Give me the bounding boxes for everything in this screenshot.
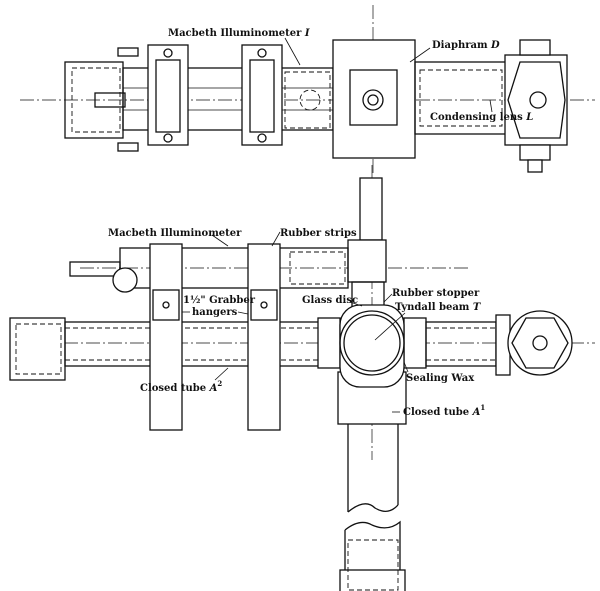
label-closed-tube-a2: Closed tube A2 — [140, 379, 222, 394]
label-diaphragm: Diaphram D — [432, 40, 500, 51]
label-rubber-stopper: Rubber stopper — [392, 288, 480, 299]
label-closed-tube-a1: Closed tube A1 — [403, 403, 485, 418]
label-glass-disc: Glass disc — [302, 295, 358, 306]
label-rubber-strips: Rubber strips — [280, 228, 357, 239]
label-illuminometer-side: Macbeth Illuminometer — [108, 228, 242, 239]
label-tyndall-beam: Tyndall beam T — [395, 302, 482, 313]
label-sealing-wax: Sealing Wax — [406, 373, 475, 384]
label-condensing-lens: Condensing lens L — [430, 112, 533, 123]
top-view — [20, 5, 595, 175]
side-view — [9, 165, 595, 591]
label-illuminometer-top: Macbeth Illuminometer I — [168, 28, 310, 39]
